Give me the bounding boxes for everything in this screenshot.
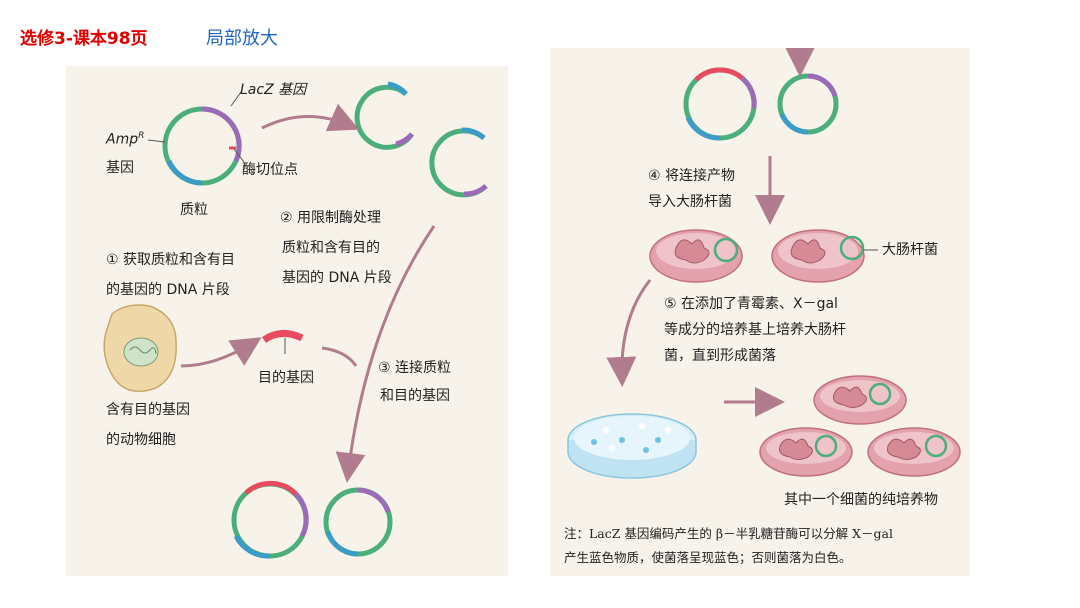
arrow-extract — [180, 337, 262, 368]
lacz-gene-label: LacZ 基因 — [240, 82, 307, 98]
note-line2: 产生蓝色物质，使菌落呈现蓝色；否则菌落为白色。 — [564, 550, 852, 565]
arrow-gene-join — [321, 346, 358, 367]
cell-label-line2: 的动物细胞 — [106, 432, 176, 448]
page-title-right: 局部放大 — [206, 28, 278, 49]
ampr-gene-label: 基因 — [106, 160, 134, 176]
bacterium-2 — [771, 229, 878, 283]
recombinant-plasmid-1 — [231, 480, 309, 559]
step3-line2: 和目的基因 — [380, 388, 450, 404]
petri-dish — [567, 413, 697, 479]
ecoli-label: 大肠杆菌 — [882, 242, 938, 258]
plasmid-label: 质粒 — [180, 202, 208, 218]
ampr-label: AmpR — [106, 131, 145, 148]
arrow-plate — [606, 279, 652, 387]
step5-line1: ⑤ 在添加了青霉素、X－gal — [664, 296, 838, 312]
step4-line1: ④ 将连接产物 — [648, 168, 736, 184]
left-diagram-panel: LacZ 基因 AmpR 基因 酶切位点 质粒 ② 用限制酶处理 质粒和含有目的… — [66, 66, 508, 576]
right-diagram-svg — [567, 48, 961, 479]
recombinant-plasmid-top-2 — [777, 73, 839, 135]
step1-line1: ① 获取质粒和含有目 — [106, 252, 236, 268]
step2-line2: 质粒和含有目的 — [282, 240, 380, 256]
bacterium-1 — [649, 229, 743, 283]
step5-line3: 菌，直到形成菌落 — [664, 348, 776, 364]
animal-cell — [103, 304, 177, 393]
step2-line1: ② 用限制酶处理 — [280, 210, 382, 226]
page-title-left: 选修3-课本98页 — [20, 29, 148, 49]
step2-line3: 基因的 DNA 片段 — [282, 270, 392, 286]
step4-line2: 导入大肠杆菌 — [648, 194, 732, 210]
cut-site-label: 酶切位点 — [242, 162, 298, 178]
culture-bacterium-2 — [759, 427, 853, 477]
step3-line1: ③ 连接质粒 — [378, 360, 452, 376]
culture-bacterium-3 — [867, 427, 961, 477]
arrow-ligate — [335, 225, 436, 483]
target-gene — [261, 330, 304, 354]
culture-bacterium-1 — [813, 375, 907, 425]
step5-line2: 等成分的培养基上培养大肠杆 — [664, 322, 846, 338]
cell-label-line1: 含有目的基因 — [106, 402, 190, 418]
cut-plasmid-2 — [429, 127, 488, 198]
original-plasmid — [147, 91, 245, 186]
left-diagram-svg — [103, 81, 488, 559]
recombinant-plasmid-2 — [323, 487, 393, 557]
step1-line2: 的基因的 DNA 片段 — [106, 282, 230, 298]
right-diagram-panel: ④ 将连接产物 导入大肠杆菌 大肠杆菌 ⑤ 在添加了青霉素、X－gal 等成分的… — [550, 48, 970, 576]
recombinant-plasmid-top-1 — [683, 67, 757, 141]
cut-plasmid-1 — [354, 81, 415, 150]
note-line1: 注：LacZ 基因编码产生的 β－半乳糖苷酶可以分解 X－gal — [564, 526, 893, 541]
arrow-cut — [261, 103, 360, 132]
pure-culture-label: 其中一个细菌的纯培养物 — [784, 492, 938, 508]
target-gene-label: 目的基因 — [258, 370, 314, 386]
